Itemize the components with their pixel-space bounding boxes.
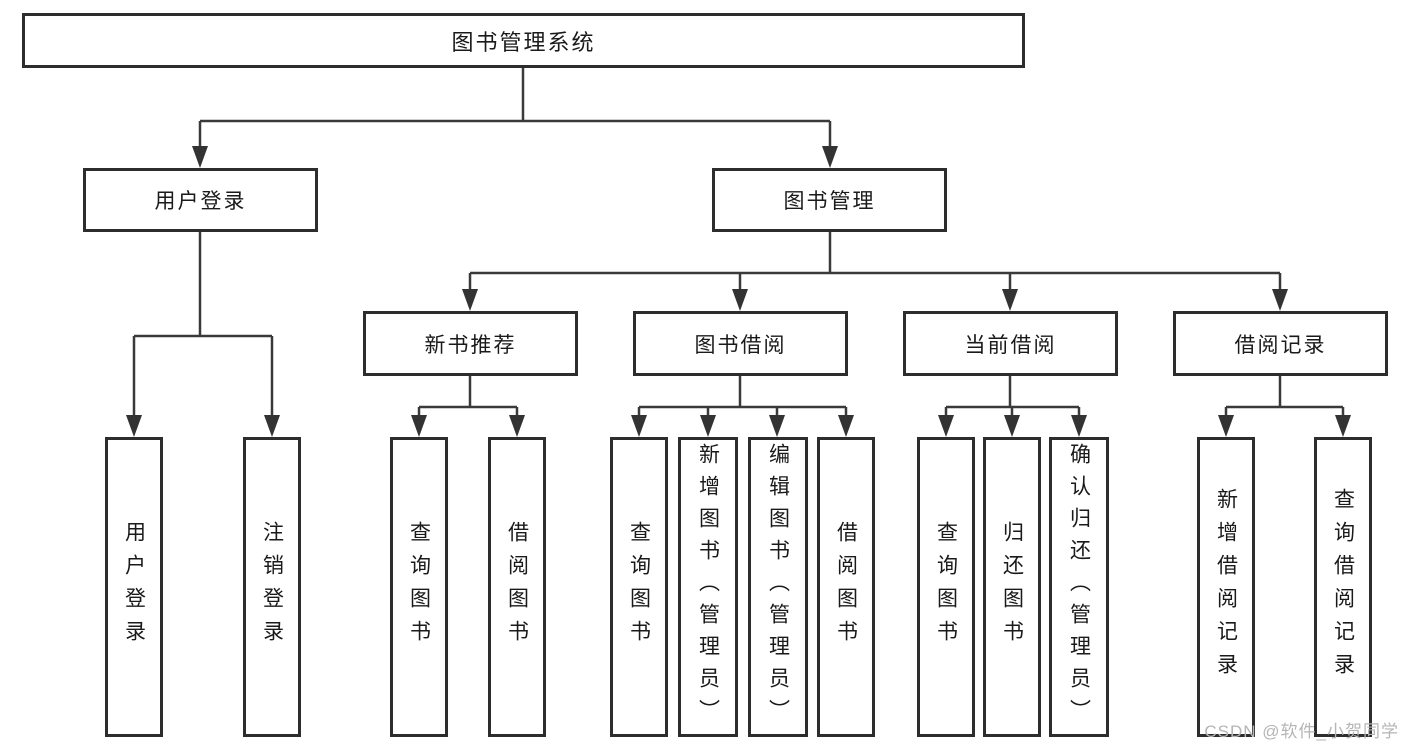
arrowhead [1335, 415, 1351, 437]
node-user-login: 用户登录 [83, 168, 318, 232]
arrowhead [126, 415, 142, 437]
leaf-borrow-books-borrowing: 借阅图书 [817, 437, 875, 737]
arrowhead [1218, 415, 1234, 437]
leaf-add-book-admin: 新增图书（管理员） [678, 437, 738, 737]
leaf-query-books-recommend: 查询图书 [390, 437, 448, 737]
arrowhead [192, 146, 208, 168]
connector-book-management-children [468, 232, 1282, 290]
connector-borrow-records-children [1224, 376, 1345, 416]
node-label: 用户登录 [154, 190, 247, 213]
leaf-query-books-current: 查询图书 [917, 437, 975, 737]
connector-current-borrowing-children [944, 376, 1081, 416]
arrowhead [1272, 289, 1288, 311]
leaf-edit-book-admin: 编辑图书（管理员） [748, 437, 808, 737]
leaf-label: 注销登录 [260, 521, 284, 653]
node-label: 当前借阅 [964, 333, 1057, 357]
arrowhead [822, 146, 838, 168]
leaf-label: 用户登录 [122, 521, 146, 653]
leaf-borrow-books-recommend: 借阅图书 [488, 437, 546, 737]
connector-root-to-level2 [198, 68, 832, 147]
leaf-label: 查询图书 [934, 521, 958, 653]
leaf-label: 查询借阅记录 [1331, 488, 1355, 686]
arrowhead [700, 415, 716, 437]
leaf-logout-login: 注销登录 [243, 437, 301, 737]
leaf-label: 查询图书 [407, 521, 431, 653]
leaf-label: 新增借阅记录 [1214, 488, 1238, 686]
leaf-label: 新增图书（管理员） [696, 443, 720, 731]
arrowhead [938, 415, 954, 437]
arrowhead [264, 415, 280, 437]
leaf-label: 编辑图书（管理员） [766, 443, 790, 731]
leaf-confirm-return-admin: 确认归还（管理员） [1049, 437, 1109, 737]
node-borrow-records: 借阅记录 [1173, 311, 1388, 376]
node-label: 借阅记录 [1234, 333, 1327, 357]
arrowhead [411, 415, 427, 437]
node-new-book-recommend: 新书推荐 [363, 311, 578, 376]
arrowhead [1004, 415, 1020, 437]
connector-new-book-children [417, 376, 519, 416]
leaf-query-borrow-record: 查询借阅记录 [1314, 437, 1372, 737]
node-label: 图书管理 [783, 190, 876, 213]
leaf-label: 借阅图书 [505, 521, 529, 653]
node-label: 图书借阅 [694, 333, 787, 357]
arrowhead [1002, 289, 1018, 311]
leaf-label: 查询图书 [627, 521, 651, 653]
leaf-add-borrow-record: 新增借阅记录 [1197, 437, 1255, 737]
leaf-user-login: 用户登录 [105, 437, 163, 737]
arrowhead [732, 289, 748, 311]
leaf-return-books: 归还图书 [983, 437, 1041, 737]
watermark: CSDN @软件_小贺同学 [1204, 722, 1399, 741]
arrowhead [509, 415, 525, 437]
arrowhead [1071, 415, 1087, 437]
node-label: 新书推荐 [424, 333, 517, 357]
node-library-management-system: 图书管理系统 [22, 13, 1025, 68]
leaf-query-books-borrowing: 查询图书 [610, 437, 668, 737]
leaf-label: 归还图书 [1000, 521, 1024, 653]
connector-user-login-children [132, 232, 274, 416]
node-current-borrowing: 当前借阅 [903, 311, 1118, 376]
arrowhead [838, 415, 854, 437]
node-label: 图书管理系统 [451, 29, 596, 55]
leaf-label: 借阅图书 [834, 521, 858, 653]
arrowhead [631, 415, 647, 437]
node-book-borrowing: 图书借阅 [633, 311, 848, 376]
node-book-management: 图书管理 [712, 168, 947, 232]
arrowhead [769, 415, 785, 437]
leaf-label: 确认归还（管理员） [1067, 443, 1091, 731]
connector-book-borrowing-children [637, 376, 848, 416]
arrowhead [462, 289, 478, 311]
